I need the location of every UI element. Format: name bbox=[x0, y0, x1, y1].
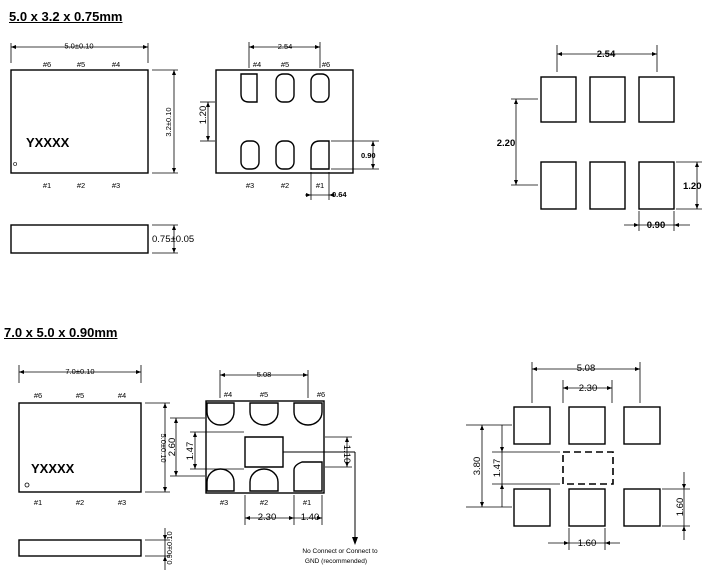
pad-width-dimension: 0.64 bbox=[332, 190, 347, 199]
pin1-indicator: o bbox=[13, 159, 17, 168]
pad bbox=[275, 73, 295, 103]
land-height-dimension: 1.60 bbox=[675, 498, 686, 517]
pin-label: #3 bbox=[220, 498, 228, 507]
pin-label: #1 bbox=[43, 181, 51, 190]
pad bbox=[206, 402, 235, 426]
pin-label: #4 bbox=[112, 60, 120, 69]
pad-pin1 bbox=[310, 140, 330, 170]
pin-label: #6 bbox=[34, 391, 42, 400]
pin-label: #2 bbox=[260, 498, 268, 507]
pad-pin1 bbox=[293, 461, 323, 492]
connection-note-line1: No Connect or Connect to bbox=[302, 548, 378, 555]
height-dimension: 3.2±0.10 bbox=[164, 107, 173, 136]
land-pad bbox=[589, 76, 626, 123]
land-pitch-dimension: 2.54 bbox=[597, 49, 616, 60]
pad bbox=[293, 402, 323, 426]
side-view-7050: 0.90±0.10 bbox=[18, 528, 174, 570]
package-body bbox=[18, 402, 142, 493]
top-view-7050: 7.0±0.10 #6 #5 #4 YXXXX #1 #2 #3 5.0±0.1… bbox=[18, 365, 170, 507]
pad bbox=[206, 468, 235, 492]
pin-label: #4 bbox=[253, 60, 261, 69]
land-pad bbox=[513, 488, 551, 527]
pin-label: #4 bbox=[118, 391, 126, 400]
land-pad bbox=[540, 76, 577, 123]
package-side bbox=[10, 224, 149, 254]
pad bbox=[249, 402, 279, 426]
land-pitch-dimension: 5.08 bbox=[577, 363, 596, 374]
pin-label: #3 bbox=[118, 498, 126, 507]
top-view-5032: 5.0±0.10 #6 #5 #4 YXXXX o #1 #2 #3 3.2±0… bbox=[10, 42, 178, 190]
land-pad bbox=[623, 488, 661, 527]
land-center-spacing-dimension: 2.30 bbox=[579, 383, 598, 394]
pin-label: #5 bbox=[77, 60, 85, 69]
land-pad bbox=[623, 406, 661, 445]
land-pad bbox=[589, 161, 626, 210]
pad-width-dimension: 1.40 bbox=[301, 512, 320, 523]
land-pad bbox=[513, 406, 551, 445]
bottom-view-5032: 2.54 #4 #5 #6 1.20 #3 #2 #1 bbox=[198, 42, 379, 200]
pin1-indicator bbox=[24, 482, 30, 488]
pitch-dimension: 2.54 bbox=[278, 42, 293, 51]
bottom-view-7050: 5.08 #4 #5 #6 2.60 1.47 bbox=[167, 370, 378, 565]
pin-label: #5 bbox=[281, 60, 289, 69]
connection-note-line2: GND (recommended) bbox=[305, 558, 367, 565]
land-pattern-5032: 2.54 2.20 1.20 0.90 bbox=[497, 45, 702, 231]
pin-label: #2 bbox=[76, 498, 84, 507]
land-pad bbox=[568, 488, 606, 527]
land-row-spacing-dimension: 3.80 bbox=[472, 457, 483, 476]
package-body bbox=[10, 69, 149, 174]
height-dimension: 5.0±0.10 bbox=[159, 433, 168, 462]
pitch-dimension: 5.08 bbox=[257, 370, 272, 379]
title-7050: 7.0 x 5.0 x 0.90mm bbox=[4, 325, 118, 340]
land-pad bbox=[638, 76, 675, 123]
land-width-dimension: 0.90 bbox=[647, 220, 666, 231]
part-marking: YXXXX bbox=[26, 135, 70, 150]
part-marking: YXXXX bbox=[31, 461, 75, 476]
package-side bbox=[18, 539, 142, 557]
pad-height-dimension: 0.90 bbox=[361, 151, 376, 160]
land-center-height-dimension: 1.47 bbox=[492, 459, 503, 478]
side-view-5032: 0.75±0.05 bbox=[10, 224, 194, 254]
pin-label: #4 bbox=[224, 390, 232, 399]
pin-label: #5 bbox=[76, 391, 84, 400]
thickness-dimension: 0.90±0.10 bbox=[165, 531, 174, 564]
pad-height-dimension: 1.10 bbox=[341, 445, 352, 464]
pin-label: #3 bbox=[246, 181, 254, 190]
pin-label: #2 bbox=[281, 181, 289, 190]
center-pad bbox=[244, 436, 284, 468]
center-keepout bbox=[562, 451, 614, 485]
land-pad bbox=[540, 161, 577, 210]
pad bbox=[240, 140, 260, 170]
land-pad bbox=[568, 406, 606, 445]
center-offset-dimension: 2.30 bbox=[258, 512, 277, 523]
land-pad bbox=[638, 161, 675, 210]
width-dimension: 7.0±0.10 bbox=[65, 367, 94, 376]
pin-label: #6 bbox=[317, 390, 325, 399]
pin-label: #3 bbox=[112, 181, 120, 190]
land-width-dimension: 1.60 bbox=[578, 538, 597, 549]
pad bbox=[275, 140, 295, 170]
row-gap-dimension: 1.20 bbox=[198, 106, 209, 125]
title-5032: 5.0 x 3.2 x 0.75mm bbox=[9, 9, 123, 24]
pin-label: #5 bbox=[260, 390, 268, 399]
pad bbox=[249, 468, 279, 492]
width-dimension: 5.0±0.10 bbox=[64, 42, 93, 51]
land-pattern-7050: 5.08 2.30 3.80 1.47 bbox=[466, 362, 690, 550]
pin-label: #1 bbox=[34, 498, 42, 507]
thickness-dimension: 0.75±0.05 bbox=[152, 234, 194, 245]
pin-label: #6 bbox=[322, 60, 330, 69]
pin-label: #2 bbox=[77, 181, 85, 190]
row-spacing-dimension: 2.60 bbox=[167, 438, 178, 457]
pad bbox=[310, 73, 330, 103]
land-height-dimension: 1.20 bbox=[683, 181, 702, 192]
pin-label: #6 bbox=[43, 60, 51, 69]
pin-label: #1 bbox=[316, 181, 324, 190]
center-pad-height-dimension: 1.47 bbox=[185, 442, 196, 461]
land-row-spacing-dimension: 2.20 bbox=[497, 138, 516, 149]
pad bbox=[240, 73, 258, 103]
pin-label: #1 bbox=[303, 498, 311, 507]
